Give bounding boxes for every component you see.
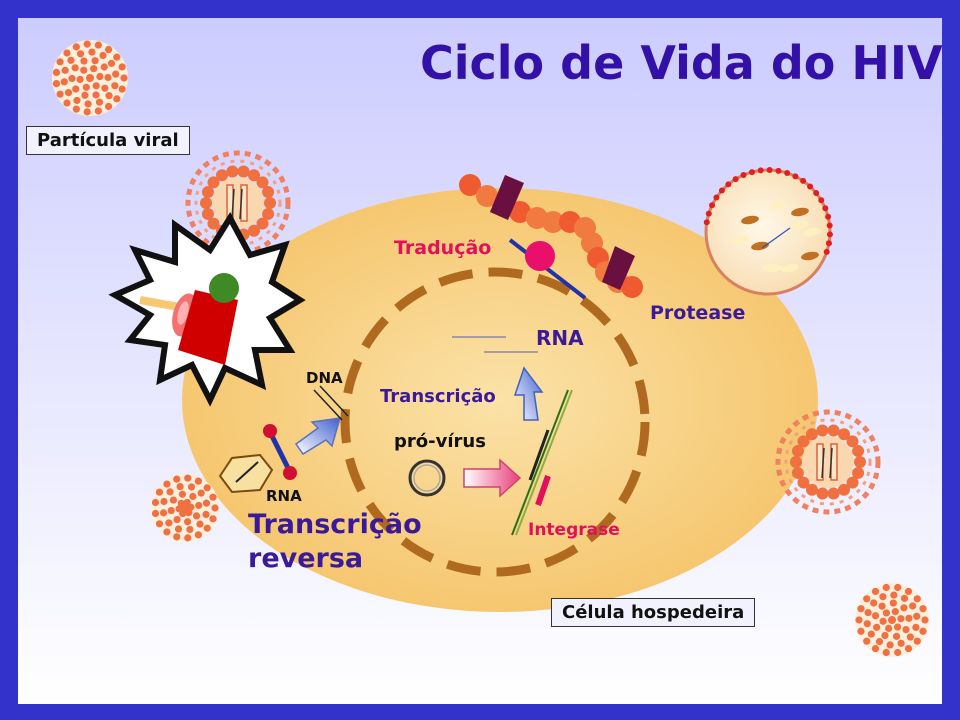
dna-label: DNA — [306, 369, 343, 387]
reverse-transcription-label: Transcrição reversa — [248, 508, 422, 576]
reverse-transcription-line-2: reversa — [248, 543, 364, 574]
virus-particle-bottom-left — [151, 474, 219, 542]
host-cell-label: Célula hospedeira — [551, 598, 756, 627]
protease-enzyme-1 — [490, 175, 524, 220]
provirus-label: pró-vírus — [394, 431, 486, 452]
immature-virion-vesicle — [703, 167, 833, 296]
protease-label: Protease — [650, 302, 746, 324]
transcription-label: Transcrição — [380, 386, 496, 407]
page-title: Ciclo de Vida do HIV — [420, 36, 943, 90]
protease-enzyme-2 — [602, 246, 635, 290]
viral-particle-label: Partícula viral — [26, 126, 190, 155]
virus-entry-burst — [108, 212, 306, 407]
mature-virus-right — [775, 409, 881, 515]
integrated-dna — [511, 389, 573, 536]
host-cell — [182, 188, 818, 612]
ribosome — [525, 241, 555, 271]
rna-label-bottom: RNA — [266, 487, 302, 505]
virus-particle-top-left — [52, 40, 128, 116]
rna-label-top: RNA — [536, 326, 584, 350]
transcription-arrow — [513, 366, 544, 421]
reverse-transcription-line-1: Transcrição — [248, 509, 422, 540]
reverse-transcription-group — [218, 385, 349, 494]
integrase-label: Integrase — [528, 520, 620, 540]
provirus-group — [408, 458, 522, 498]
translation-label: Tradução — [394, 237, 492, 259]
mrna-strand — [508, 238, 587, 300]
nucleus — [340, 267, 650, 577]
virus-particle-bottom-right — [855, 583, 929, 657]
